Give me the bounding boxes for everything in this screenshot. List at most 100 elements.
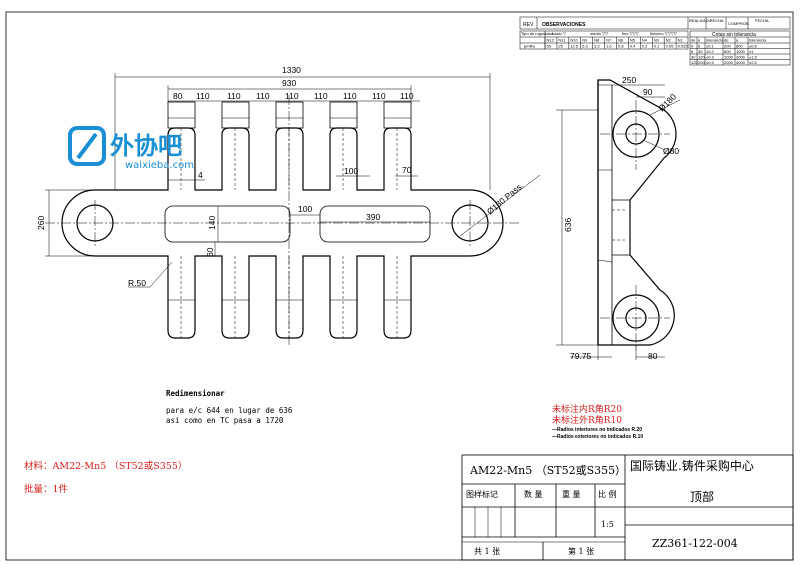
tolerance-header: a <box>736 37 739 42</box>
roughness-um-value: 0.025 <box>678 44 689 49</box>
total-sheets: 共 1 张 <box>474 547 500 556</box>
redim-line2: asi como en TC pasa a 1720 <box>166 416 284 425</box>
dim-110-g: 110 <box>372 91 386 101</box>
logo-url: waixieba.com <box>125 160 194 171</box>
material-label: 材料：AM22-Mn5 （ST52或S355） <box>24 460 187 472</box>
fino-label: fino ▽▽▽ <box>622 31 640 36</box>
sheet-number: 第 1 张 <box>568 546 594 556</box>
dim-110-a: 110 <box>196 91 210 101</box>
roughness-n-code: N2 <box>666 38 672 43</box>
tolerance-cell: 6 <box>691 49 694 54</box>
dim-110-c: 110 <box>256 91 270 101</box>
tolerance-cell: ±1.5 <box>749 54 758 59</box>
medio-label: medio ▽▽ <box>590 31 609 36</box>
logo-text: 外协吧 <box>110 132 182 160</box>
roughness-um-value: 0.8 <box>618 44 624 49</box>
roughness-n-code: N3 <box>654 38 660 43</box>
title-company: 国际铸业.铸件采购中心 <box>630 458 754 473</box>
dim-110-h: 110 <box>400 91 414 101</box>
tolerance-cell: 120 <box>691 60 698 65</box>
dim-1330: 1330 <box>282 65 301 75</box>
roughness-n-code: N6 <box>618 38 624 43</box>
tolerance-cell: 2000 <box>724 60 734 65</box>
dim-140: 140 <box>207 216 217 230</box>
col-weight: 重 量 <box>562 489 581 499</box>
dim-60: 60 <box>205 247 215 257</box>
col-fecha: FECHA <box>710 18 724 23</box>
watermark-logo: 外协吧 waixieba.com <box>68 126 194 171</box>
roughness-um-value: 0.05 <box>666 44 675 49</box>
roughness-um-value: 0.1 <box>654 44 660 49</box>
col-scale: 比 例 <box>598 489 617 499</box>
side-dim-80: 80 <box>648 351 658 361</box>
col-realizado: REALIZADO <box>689 18 712 23</box>
tolerance-cell: 6 <box>698 43 701 48</box>
tolerance-cell: 30 <box>691 54 696 59</box>
roughness-n-code: N4 <box>642 38 648 43</box>
dim-260: 260 <box>36 216 46 230</box>
side-dim-636: 636 <box>563 218 573 232</box>
note-radios-int: —Radios interiores no indicados R.20 <box>552 427 642 433</box>
dim-110-e: 110 <box>314 91 328 101</box>
redim-title: Redimensionar <box>166 389 225 398</box>
roughness-um-value: 1.6 <box>606 44 612 49</box>
tolerance-cell: ±0.5 <box>706 60 715 65</box>
tolerance-cell: 800 <box>736 43 743 48</box>
logo-mark-icon <box>68 126 106 166</box>
col-fecha2: FECHA <box>755 18 769 23</box>
title-block: AM22-Mn5 （ST52或S355） 国际铸业.铸件采购中心 图样标记 数 … <box>461 454 794 561</box>
tolerance-cell: 120 <box>698 54 705 59</box>
dim-110-f: 110 <box>343 91 357 101</box>
note-red-inner: 未标注内R角R20 <box>552 403 622 415</box>
roughness-um-value: 0.2 <box>642 44 648 49</box>
tolerance-cell: 1000 <box>736 49 746 54</box>
roughness-um-value: 0.4 <box>630 44 636 49</box>
tolerance-header: tolerancia <box>749 37 767 42</box>
tolerance-cell: 1000 <box>724 54 734 59</box>
tolerance-header: de <box>691 37 696 42</box>
tolerance-cell: ±2.5 <box>749 60 758 65</box>
roughness-um-value: 25 <box>558 44 563 49</box>
roughness-n-code: N8 <box>594 38 600 43</box>
drawing-frame <box>5 11 794 561</box>
side-dim-d80: Ø80 <box>663 146 679 156</box>
tolerance-cell: 200 <box>724 43 731 48</box>
roughness-n-code: N1 <box>678 38 684 43</box>
tolerance-cell: ±0.2 <box>706 49 715 54</box>
tipo-label: Tipo de rugosidad <box>521 31 553 36</box>
dim-100-slot: 100 <box>298 204 312 214</box>
drawing-number: ZZ361-122-004 <box>652 537 738 550</box>
roughness-n-code: N11 <box>558 38 566 43</box>
redim-line1: para e/c 644 en lugar de 636 <box>166 406 293 415</box>
revision-table: REV OBSERVACIONES REALIZADO FECHA COMPRO… <box>519 16 791 30</box>
finisimo-label: finisimo ▽▽▽▽ <box>650 31 678 36</box>
roughness-n-code: N7 <box>606 38 612 43</box>
dim-110-b: 110 <box>227 91 241 101</box>
roughness-um-value: 50 <box>547 44 552 49</box>
roughness-n-code: N5 <box>630 38 636 43</box>
tolerance-cell: 800 <box>724 49 731 54</box>
front-view: 1330 930 80 110 110 110 110 110 110 110 … <box>36 65 541 345</box>
tolerance-cell: 0 <box>691 43 694 48</box>
dim-4: 4 <box>198 170 203 180</box>
note-red-outer: 未标注外R角R10 <box>552 414 622 426</box>
side-dim-250: 250 <box>622 75 636 85</box>
redimension-notes: Redimensionar para e/c 644 en lugar de 6… <box>166 389 293 425</box>
material-info: 材料：AM22-Mn5 （ST52或S355） 批量：1件 <box>24 460 187 495</box>
note-radios-ext: —Radios exteriores no indicados R.10 <box>552 434 643 440</box>
dim-110-d: 110 <box>285 91 299 101</box>
dim-390: 390 <box>366 212 380 222</box>
col-comprob: COMPROB. <box>728 21 750 26</box>
tolerance-cell: 2000 <box>736 54 746 59</box>
tolerance-cell: 4000 <box>736 60 746 65</box>
roughness-um-value: 12.5 <box>570 44 579 49</box>
part-name: 顶部 <box>690 489 714 504</box>
side-dim-7975: 79.75 <box>570 351 592 361</box>
dim-930: 930 <box>282 78 296 88</box>
dim-r50: R.50 <box>128 278 146 288</box>
